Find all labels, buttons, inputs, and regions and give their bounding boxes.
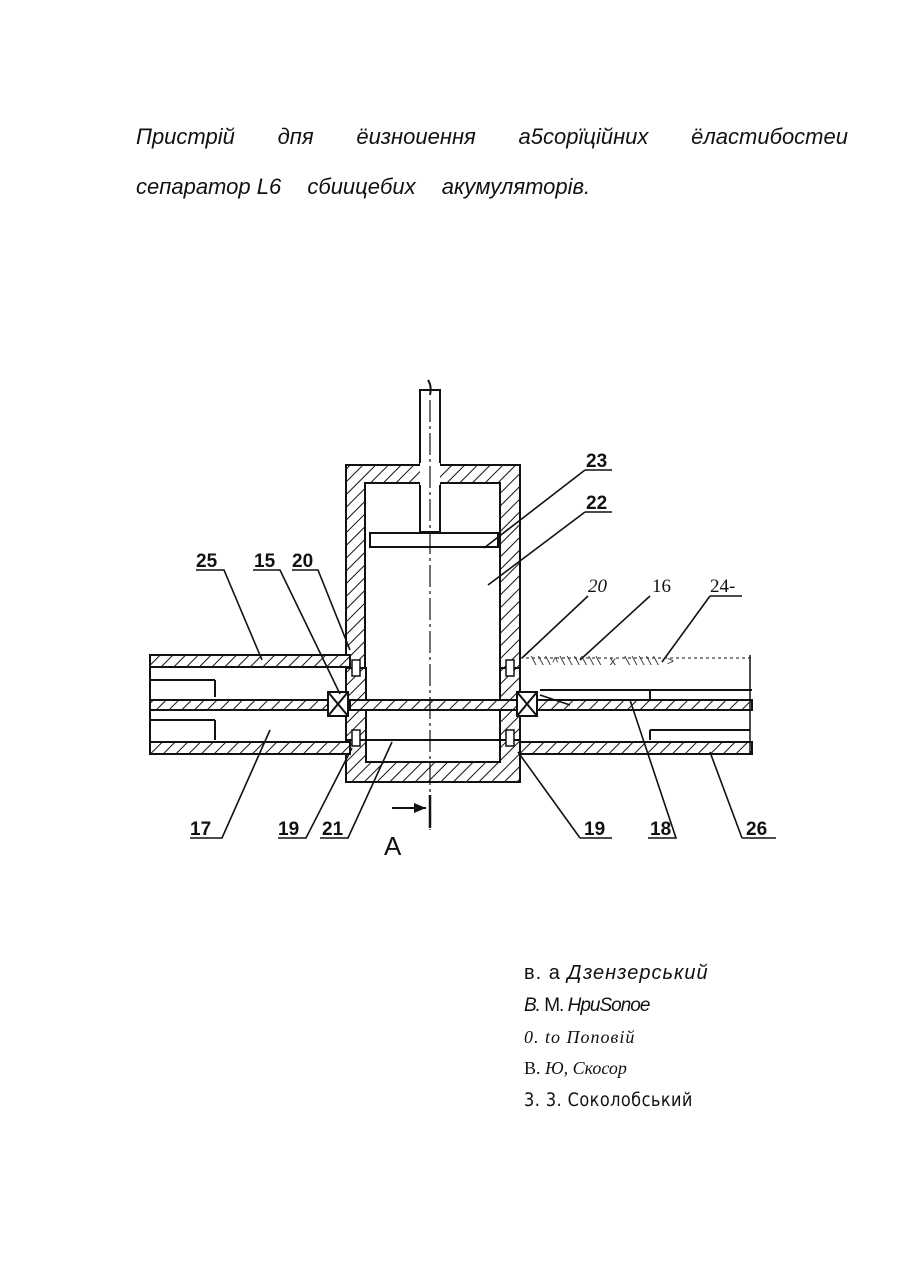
authors-list: в. а Дзензерський B. M. HpuSonoe 0. to П… xyxy=(524,962,723,1121)
label-21: 21 xyxy=(322,819,344,840)
seal-left xyxy=(328,692,348,716)
seal-right xyxy=(517,692,537,716)
label-20-right: 20 xyxy=(588,576,608,597)
label-17: 17 xyxy=(190,819,211,840)
label-19-left: 19 xyxy=(278,819,299,840)
right-pipe: \\\^\\\\\\ x \\\\\ > xyxy=(520,655,752,754)
piston-plate xyxy=(370,533,498,547)
title-line-2: сепаратор L6 сбиицебих акумуляторів. xyxy=(136,174,610,200)
title-word: Пристрій xyxy=(136,124,235,150)
label-25: 25 xyxy=(196,551,218,572)
label-15: 15 xyxy=(254,551,276,572)
title-word: сепаратор L6 xyxy=(136,174,281,199)
gasket-left-top xyxy=(352,660,360,676)
label-18: 18 xyxy=(650,819,671,840)
section-marker: А xyxy=(384,795,430,861)
dashed-wall-annotation: \\\^\\\\\\ x \\\\\ > xyxy=(530,655,674,669)
title-word: сбиицебих xyxy=(307,174,415,199)
author-3: 0. to Поповій xyxy=(524,1027,723,1048)
title-line-1: Пристрій дпя ёизноиення а5сорїційних ёла… xyxy=(136,124,848,150)
gasket-left-bottom xyxy=(352,730,360,746)
gasket-right-top xyxy=(506,660,514,676)
label-20-left: 20 xyxy=(292,551,313,572)
left-pipe xyxy=(150,655,350,754)
title-word: дпя xyxy=(278,124,314,150)
title-word: а5сорїційних xyxy=(519,124,649,150)
title-word: акумуляторів. xyxy=(442,174,590,199)
label-16: 16 xyxy=(652,576,671,597)
label-22: 22 xyxy=(586,493,607,514)
label-23: 23 xyxy=(586,451,607,472)
label-24: 24- xyxy=(710,576,735,597)
title-word: ёизноиення xyxy=(356,124,475,150)
title-word: ёластибостеи xyxy=(691,124,848,150)
technical-drawing: \\\^\\\\\\ x \\\\\ > А xyxy=(0,370,900,870)
author-2: B. M. HpuSonoe xyxy=(524,995,723,1017)
label-26: 26 xyxy=(746,819,767,840)
author-5: 3. 3. Соколобський xyxy=(524,1089,693,1111)
author-1: в. а Дзензерський xyxy=(524,962,723,985)
label-19-right: 19 xyxy=(584,819,605,840)
author-4: B. Ю, Скосор xyxy=(524,1058,723,1079)
section-label: А xyxy=(384,831,402,861)
gasket-right-bottom xyxy=(506,730,514,746)
separator-plate xyxy=(346,700,520,710)
